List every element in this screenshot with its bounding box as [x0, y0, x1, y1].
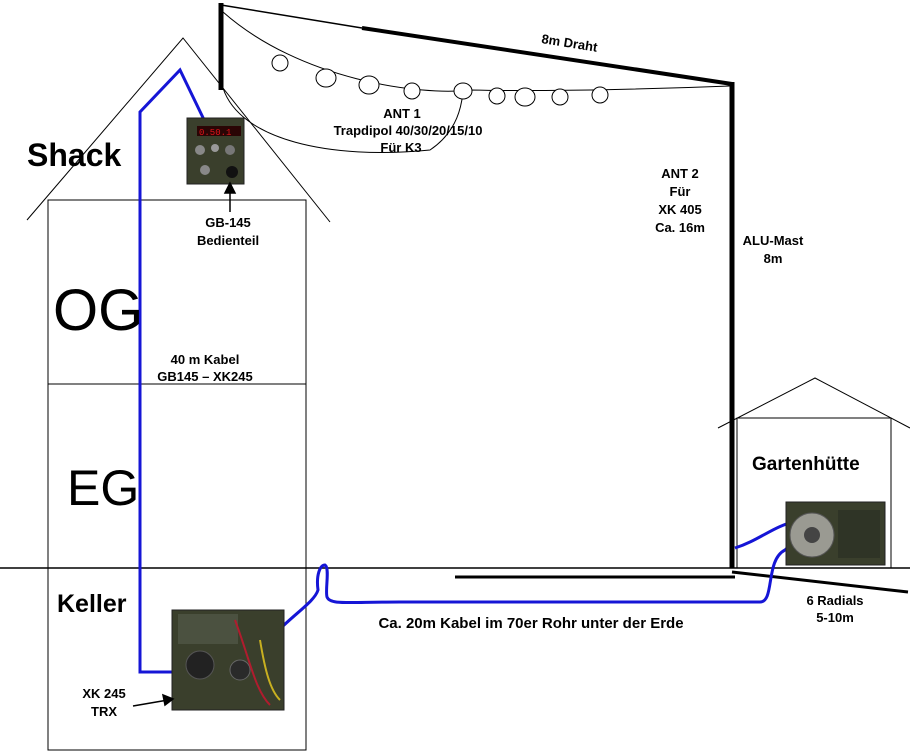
label-indoor-cable-line1: 40 m Kabel [171, 352, 240, 367]
trapdipole-wire [222, 11, 731, 92]
house [26, 37, 331, 751]
label-gartenhuette: Gartenhütte [752, 454, 860, 475]
label-mast-line2: 8m [764, 251, 783, 266]
house-roof [26, 37, 331, 223]
wire-8m-draht [361, 26, 733, 86]
trap-insulators [271, 54, 609, 107]
label-xk245: XK 245 TRX [82, 686, 125, 719]
label-xk245-line2: TRX [91, 704, 117, 719]
label-mast-line1: ALU-Mast [743, 233, 804, 248]
trapdipole-feed [222, 87, 464, 153]
garden-hut [717, 377, 910, 569]
radial-slope [731, 570, 909, 594]
label-ant2-line1: ANT 2 [661, 166, 699, 181]
gb145-knob-2 [211, 144, 219, 152]
xk245-dial-2 [229, 659, 251, 681]
label-8m-draht: 8m Draht [541, 31, 600, 55]
xk405-reel-hub [804, 527, 820, 543]
label-ant1-line3: Für K3 [380, 140, 421, 155]
label-shack: Shack [27, 137, 121, 173]
xk245-arrow-line [132, 699, 169, 707]
gb145-knob-5 [226, 166, 238, 178]
gb145-photo: 0.50.1 [186, 117, 245, 185]
gb145-display-digits: 0.50.1 [199, 128, 231, 138]
gb145-display [197, 126, 241, 136]
arrows [132, 181, 237, 707]
xk245-photo [171, 609, 285, 711]
label-gb145-line1: GB-145 [205, 215, 251, 230]
label-ant2-line4: Ca. 16m [655, 220, 705, 235]
label-og: OG [53, 278, 143, 343]
label-ant2-line2: Für [670, 184, 691, 199]
label-ant1-line2: Trapdipol 40/30/20/15/10 [334, 123, 483, 138]
gb145-knob-3 [225, 145, 235, 155]
label-keller: Keller [57, 590, 127, 618]
label-gb145-line2: Bedienteil [197, 233, 259, 248]
trap-6 [488, 87, 506, 105]
label-xk245-line1: XK 245 [82, 686, 125, 701]
trap-2 [315, 68, 337, 88]
label-underground-cable: Ca. 20m Kabel im 70er Rohr unter der Erd… [378, 615, 683, 632]
label-radials: 6 Radials 5-10m [806, 593, 863, 625]
xk245-dial-1 [185, 650, 215, 680]
gb145-knob-1 [195, 145, 205, 155]
trap-3 [358, 75, 380, 95]
xk245-panel [178, 614, 238, 644]
xk405-photo [785, 501, 886, 566]
trap-4 [403, 82, 421, 100]
underground-cable [281, 532, 811, 628]
trap-1 [271, 54, 289, 72]
indoor-cable [138, 67, 210, 674]
label-alu-mast: ALU-Mast 8m [743, 233, 804, 266]
label-radials-line1: 6 Radials [806, 593, 863, 608]
house-walls [47, 199, 307, 751]
trap-9 [591, 86, 609, 104]
label-ant2-line3: XK 405 [658, 202, 701, 217]
label-indoor-cable: 40 m Kabel GB145 – XK245 [157, 352, 252, 384]
label-ant2: ANT 2 Für XK 405 Ca. 16m [655, 166, 705, 235]
label-ant1: ANT 1 Trapdipol 40/30/20/15/10 Für K3 [334, 106, 483, 155]
xk245-red-cable [234, 619, 271, 706]
xk245-arrow-head [161, 693, 175, 707]
trap-8 [551, 88, 569, 106]
hut-walls [736, 417, 892, 569]
wire-thin-left [220, 4, 363, 29]
hut-roof [717, 377, 910, 429]
xk245-yellow-cable [259, 639, 281, 701]
gb145-knob-4 [200, 165, 210, 175]
trap-5 [453, 82, 473, 100]
label-ant1-line1: ANT 1 [383, 106, 421, 121]
antenna-system [218, 3, 735, 568]
label-gb145: GB-145 Bedienteil [197, 215, 259, 248]
label-indoor-cable-line2: GB145 – XK245 [157, 369, 252, 384]
gb145-arrow-head [223, 181, 237, 194]
trap-7 [514, 87, 536, 107]
xk405-grill [838, 510, 880, 558]
radials [455, 570, 909, 594]
label-radials-line2: 5-10m [816, 610, 854, 625]
label-eg: EG [67, 460, 139, 516]
